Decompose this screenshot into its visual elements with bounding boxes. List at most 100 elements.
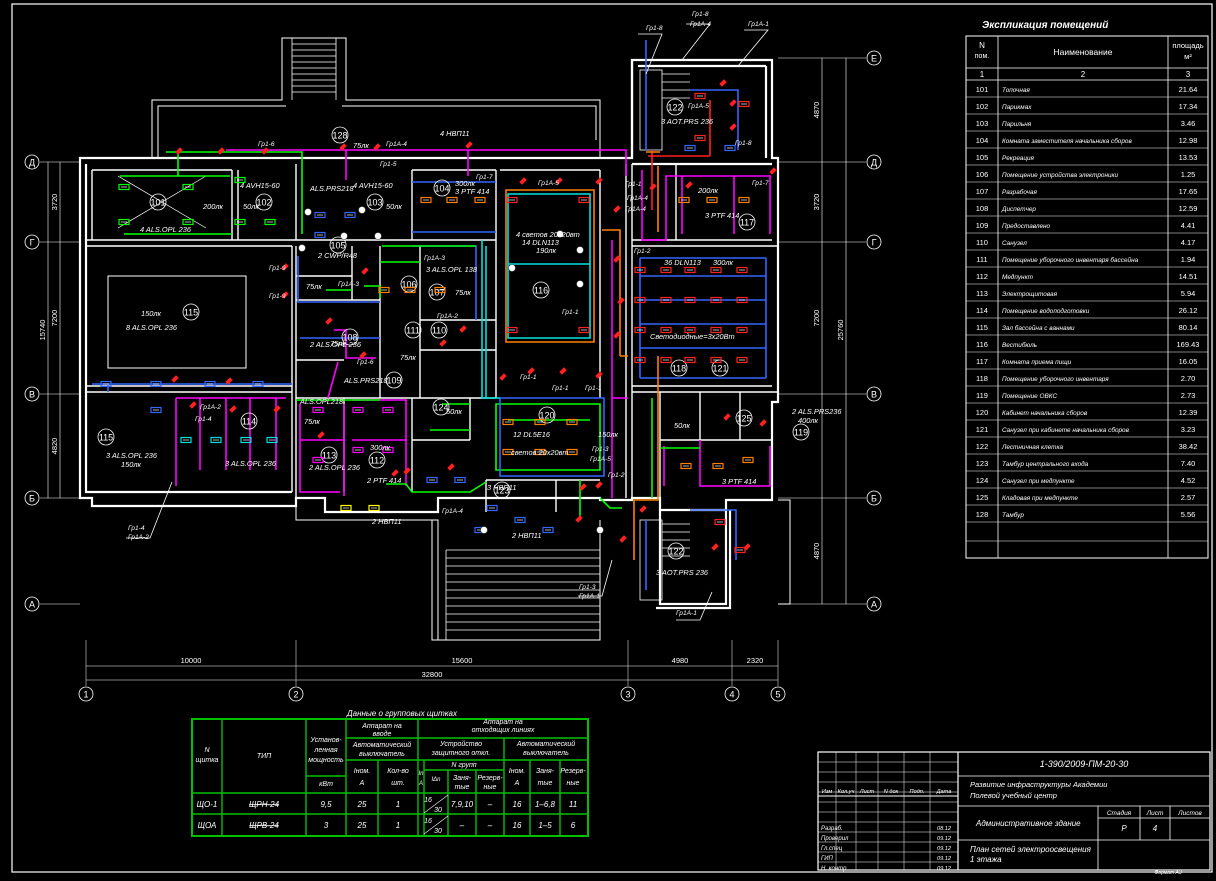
axis-marker-bottom	[724, 686, 740, 702]
explication-cell-area: 12.98	[1179, 136, 1198, 145]
luminaire	[634, 356, 646, 364]
panel-header-groups: N групп	[451, 762, 476, 769]
room-explication-table: Экспликация помещенийNпом.Наименованиепл…	[965, 20, 1209, 559]
luminaire	[340, 504, 352, 512]
panel-cell-br-busy: 1–5	[538, 821, 552, 830]
explication-cell-name: Топочная	[1002, 87, 1030, 94]
panel-cell-rcd-in: 16	[424, 818, 432, 825]
room-number: 117	[740, 218, 754, 228]
explication-cell-area: 12.39	[1179, 408, 1198, 417]
switch-mark	[723, 413, 731, 421]
panel-cell-rcd-ma: 30	[434, 828, 442, 835]
group-label: Гр1-2	[634, 248, 651, 255]
explication-cell-name: Вестибюль	[1002, 341, 1037, 349]
luminaire	[234, 176, 246, 184]
panel-header-rcd: Устройство	[439, 740, 482, 748]
switch-mark	[559, 367, 567, 375]
room-circle	[735, 409, 753, 427]
explication-cell-num: 108	[976, 204, 989, 213]
switch-mark	[339, 143, 347, 151]
switch-mark	[639, 505, 647, 513]
switch-mark	[359, 351, 367, 359]
explication-cell-area: 3.46	[1181, 119, 1196, 128]
panel-header-count: Кол-во	[387, 768, 409, 775]
luminaire	[710, 266, 722, 274]
group-label: Гр1А-4	[386, 141, 407, 148]
switch-mark	[373, 143, 381, 151]
switch-mark	[281, 291, 289, 299]
explication-cell-name: Медпункт	[1002, 273, 1034, 281]
sheet-frame	[11, 3, 1213, 873]
switch-mark	[579, 483, 587, 491]
fixture-label: 4 светов 20x20вт	[516, 230, 580, 239]
panel-cell-in-count: 1	[396, 800, 400, 809]
room-circle	[329, 236, 347, 254]
luminaire	[382, 406, 394, 414]
room-circle	[182, 303, 200, 321]
luminaire	[534, 418, 546, 426]
explication-subheader: 1	[980, 70, 985, 79]
luminaire	[684, 266, 696, 274]
axis-label-right: Б	[871, 494, 877, 504]
panel-header-in: А	[418, 781, 423, 787]
axis-marker-right	[866, 234, 882, 250]
group-label: Гр1-1	[625, 181, 642, 188]
room-circle	[666, 98, 684, 116]
title-block-role: Проверил	[821, 836, 849, 842]
luminaire	[240, 436, 252, 444]
fixture-label: 75лк	[455, 288, 471, 297]
luminaire	[724, 144, 736, 152]
room-circle	[331, 126, 349, 144]
panel-cell-rcd-in: 16	[424, 797, 432, 804]
panel-cell-power: 3	[324, 821, 329, 830]
explication-cell-name: Рекреация	[1002, 155, 1035, 162]
axis-label-left: Г	[30, 238, 35, 248]
luminaire	[684, 144, 696, 152]
room-circle	[667, 542, 685, 560]
switch-mark	[317, 431, 325, 439]
dimension-value: 2320	[747, 656, 764, 665]
luminaire	[534, 448, 546, 456]
luminaire	[204, 380, 216, 388]
dimension-value-right: 7200	[812, 310, 821, 327]
fixture-label: 190лк	[536, 246, 556, 255]
switch-mark	[617, 297, 625, 305]
explication-cell-num: 109	[976, 221, 989, 230]
dimension-value-right: 3720	[812, 194, 821, 211]
pool-outline	[107, 275, 247, 369]
panel-header-rcd: защитного откл.	[431, 750, 491, 757]
axis-marker-bottom	[78, 686, 94, 702]
luminaire	[426, 476, 438, 484]
explication-cell-area: 38.42	[1179, 442, 1198, 451]
room-number: 103	[367, 198, 382, 208]
panel-cell-rcd-res: –	[487, 821, 493, 830]
panel-table-title: Данные о групповых щитках	[346, 709, 458, 718]
axis-marker-bottom	[288, 686, 304, 702]
explication-cell-num: 118	[976, 374, 988, 383]
axis-label-left: Б	[29, 494, 35, 504]
group-label: Гр1-3	[592, 446, 609, 453]
axis-label-bottom: 4	[729, 690, 734, 700]
room-circle	[320, 446, 338, 464]
luminaire	[266, 436, 278, 444]
group-label: Гр1А-5	[538, 180, 559, 187]
explication-cell-name: Комната приема пищи	[1002, 359, 1072, 366]
room-circle	[240, 412, 258, 430]
switch-mark	[575, 515, 583, 523]
luminaire	[502, 448, 514, 456]
group-label: Гр1А-4	[627, 195, 648, 202]
fixture-label: 2 ALS.OPL 236	[308, 463, 361, 472]
luminaire	[684, 296, 696, 304]
luminaire	[118, 218, 130, 226]
explication-cell-area: 2.70	[1181, 374, 1196, 383]
luminaire	[312, 406, 324, 414]
explication-cell-area: 16.05	[1179, 357, 1198, 366]
explication-cell-num: 112	[976, 272, 988, 281]
luminaire	[710, 356, 722, 364]
panel-header-input-sub: выключатель	[359, 751, 405, 758]
explication-cell-area: 17.65	[1179, 187, 1198, 196]
explication-header-area: площадь	[1172, 41, 1203, 50]
